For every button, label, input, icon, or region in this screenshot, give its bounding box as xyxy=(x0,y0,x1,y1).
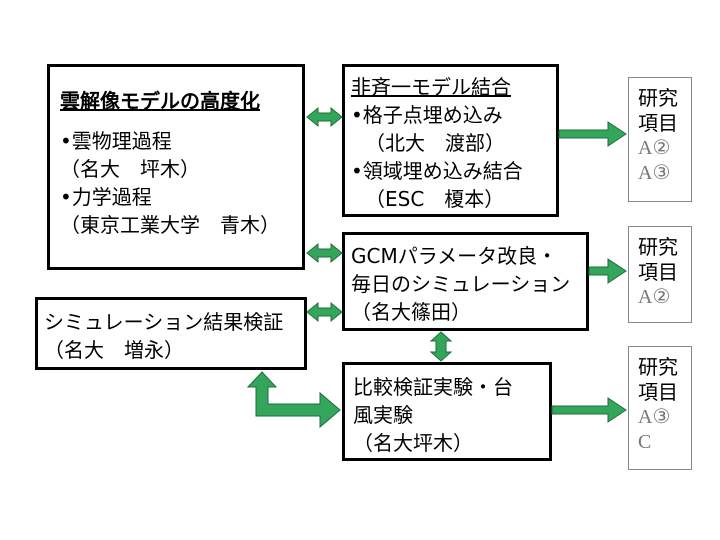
comparison-line: 風実験 xyxy=(353,403,413,427)
research-item-code: A② xyxy=(638,286,671,308)
research-item-label: 項目 xyxy=(638,260,678,284)
gcm-line: （名大篠田） xyxy=(351,300,471,324)
comparison-line: （名大坪木） xyxy=(353,431,473,455)
comparison-box: 比較検証実験・台 風実験 （名大坪木） xyxy=(342,362,552,461)
double-arrow xyxy=(306,301,343,323)
comparison-line: 比較検証実験・台 xyxy=(353,375,513,399)
model-coupling-box: 非斉一モデル結合 •格子点埋め込み （北大 渡部） •領域埋め込み結合 （ESC… xyxy=(342,64,559,217)
research-item-label: 項目 xyxy=(638,380,678,404)
research-item-label: 研究 xyxy=(638,355,678,379)
verification-line: シミュレーション結果検証 xyxy=(44,310,284,334)
research-item-label: 研究 xyxy=(638,235,678,259)
model-coupling-title: 非斉一モデル結合 xyxy=(351,75,511,99)
elbow-arrow xyxy=(246,371,341,429)
double-arrow xyxy=(306,106,343,128)
research-item-code: A③ xyxy=(638,162,671,184)
cloud-model-title: 雲解像モデルの高度化 xyxy=(60,89,260,113)
cloud-model-line: •力学過程 xyxy=(60,185,152,209)
right-arrow xyxy=(588,258,627,284)
cloud-model-line: （名大 坪木） xyxy=(60,157,200,181)
research-item-code: C xyxy=(638,431,652,453)
research-item-code: A③ xyxy=(638,406,671,428)
research-item-box: 研究 項目 A③ C xyxy=(628,346,692,470)
research-item-label: 項目 xyxy=(638,111,678,135)
gcm-line: 毎日のシミュレーション xyxy=(351,272,571,296)
model-coupling-line: •格子点埋め込み xyxy=(351,103,503,127)
gcm-line: GCMパラメータ改良・ xyxy=(351,244,558,268)
right-arrow xyxy=(558,121,627,147)
double-arrow xyxy=(306,242,343,264)
cloud-model-line: •雲物理過程 xyxy=(60,129,172,153)
research-item-box: 研究 項目 A② A③ xyxy=(628,77,692,202)
cloud-model-line: （東京工業大学 青木） xyxy=(60,213,280,237)
verification-line: （名大 増永） xyxy=(44,338,184,362)
research-item-code: A② xyxy=(638,137,671,159)
research-item-box: 研究 項目 A② xyxy=(628,226,692,323)
model-coupling-line: （ESC 榎本） xyxy=(365,187,505,211)
gcm-box: GCMパラメータ改良・ 毎日のシミュレーション （名大篠田） xyxy=(342,232,589,331)
cloud-model-box: 雲解像モデルの高度化 •雲物理過程 （名大 坪木） •力学過程 （東京工業大学 … xyxy=(47,64,305,270)
verification-box: シミュレーション結果検証 （名大 増永） xyxy=(35,297,307,370)
right-arrow xyxy=(551,397,627,423)
double-arrow xyxy=(429,331,453,362)
model-coupling-line: •領域埋め込み結合 xyxy=(351,159,523,183)
model-coupling-line: （北大 渡部） xyxy=(365,131,505,155)
research-item-label: 研究 xyxy=(638,86,678,110)
